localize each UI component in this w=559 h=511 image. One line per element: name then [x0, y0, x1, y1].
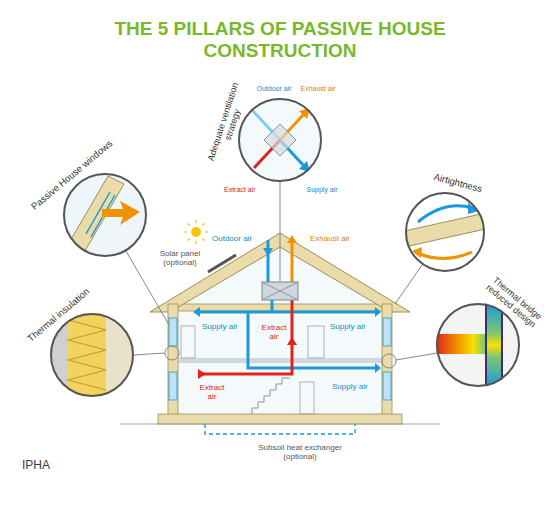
door [181, 326, 195, 358]
air-arrow [420, 252, 472, 259]
airflow-label: Exhaust air [301, 85, 336, 93]
subsoil-loop [205, 424, 355, 434]
airflow-label: Outdoor air [257, 85, 292, 93]
house-label: Subsoil heat exchanger (optional) [250, 443, 350, 461]
flow-arrow [287, 235, 297, 243]
heat-exchanger-mark [262, 282, 298, 300]
circle-shape [405, 192, 485, 272]
window [169, 318, 177, 346]
flow-arrow [193, 307, 200, 317]
pillar-circle: Adequate ventilation strategyOutdoor air… [238, 98, 322, 182]
flow-arrow [263, 248, 273, 256]
detail-marker [382, 354, 396, 368]
detail-marker [165, 346, 179, 360]
thermal-gradient [486, 303, 502, 387]
house-label: Outdoor air [212, 234, 252, 243]
airtight-layer [400, 212, 490, 248]
circle-shape [63, 173, 147, 257]
house-label: Solar panel (optional) [155, 249, 205, 267]
airflow-label: Supply air [307, 186, 338, 194]
leader-line [126, 182, 437, 360]
circle-shape [50, 313, 134, 397]
page-title: THE 5 PILLARS OF PASSIVE HOUSE CONSTRUCT… [60, 18, 500, 62]
circle-outline [437, 304, 519, 386]
sun-icon [191, 227, 201, 237]
inset-ground [63, 173, 147, 257]
room-space [178, 310, 382, 414]
house-label: Extract air [197, 383, 227, 401]
solar-panel [208, 255, 236, 272]
insulation-layer [68, 313, 106, 397]
credit-text: IPHA [22, 459, 50, 473]
window [169, 372, 177, 400]
circle-outline [51, 314, 133, 396]
inset-ground [238, 98, 322, 182]
house-label: Supply air [202, 322, 238, 331]
door [300, 382, 314, 414]
house-label: Supply air [330, 322, 366, 331]
heat-exchanger-core [264, 124, 296, 156]
insulation-texture [68, 320, 106, 390]
floor-slab [178, 358, 382, 363]
airflow-label: Extract air [224, 186, 256, 194]
wall-insulation [168, 304, 178, 420]
pillar-circle: Airtightness [405, 192, 485, 272]
pillar-circle: Thermal bridge reduced design [436, 303, 520, 387]
pillar-heading: Adequate ventilation strategy [202, 72, 253, 173]
window [383, 372, 391, 400]
stairs [252, 378, 290, 414]
circle-shape [436, 303, 520, 387]
door [308, 326, 324, 358]
house-label: Exhaust air [310, 234, 350, 243]
house-label: Extract air [259, 323, 289, 341]
circle-outline [239, 99, 321, 181]
supply-air-duct [200, 300, 376, 368]
house-label: Supply air [332, 382, 368, 391]
ceiling-insulation [168, 304, 392, 311]
base-slab [158, 414, 402, 424]
window [383, 318, 391, 346]
inset-ground [436, 303, 520, 387]
circle-outline [64, 174, 146, 256]
flow-arrow [375, 363, 381, 373]
flow-arrow [198, 369, 206, 379]
sun-rays [184, 220, 208, 244]
flow-arrow [375, 307, 381, 317]
ground-line [120, 424, 440, 425]
exhaust-air-duct [291, 240, 294, 282]
pillar-circle: Thermal insulation [50, 313, 134, 397]
wall-insulation [382, 304, 392, 420]
heat-arrow [102, 201, 140, 225]
outdoor-air-duct [267, 240, 270, 282]
extract-air-duct [200, 300, 292, 374]
ventilation-unit [262, 282, 298, 300]
circle-outline [406, 193, 484, 271]
wall-line [486, 303, 502, 387]
circle-shape [238, 98, 322, 182]
pillar-circle: Passive House windows [63, 173, 147, 257]
flow-arrow [287, 337, 297, 345]
pillar-heading: Airtightness [432, 172, 483, 195]
air-arrow [418, 206, 472, 222]
